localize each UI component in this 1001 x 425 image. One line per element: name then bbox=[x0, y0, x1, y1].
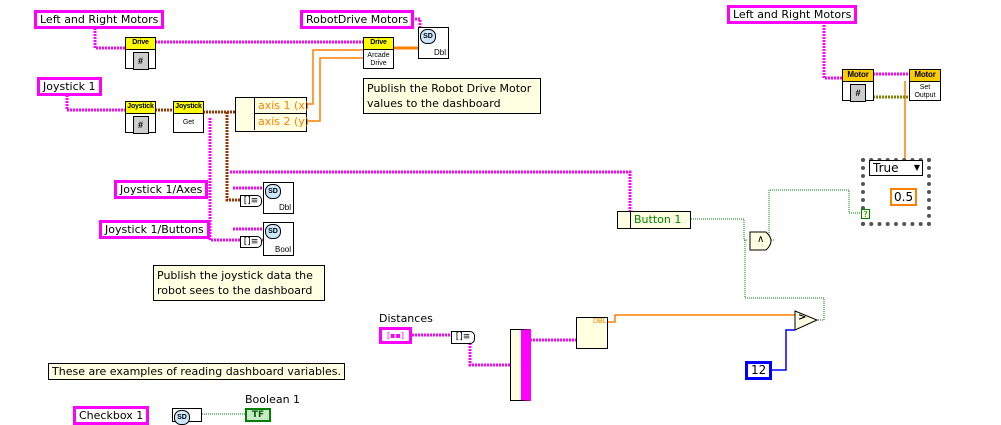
comment-reading: These are examples of reading dashboard … bbox=[48, 363, 345, 380]
unbundle-distances-node[interactable]: DBL bbox=[576, 317, 608, 349]
axis-2-element: axis 2 (y) bbox=[254, 114, 309, 130]
joystick-axes-name[interactable]: Joystick 1/Axes bbox=[114, 180, 209, 199]
type-label: Bool bbox=[274, 245, 291, 254]
sd-icon: SD bbox=[174, 410, 190, 425]
wire-axes-array bbox=[225, 112, 240, 202]
joystick-get-node[interactable]: Joystick Get bbox=[173, 101, 204, 133]
node-header: Motor bbox=[843, 70, 873, 82]
button-1-element: Button 1 bbox=[630, 212, 690, 228]
motor-refnum-node[interactable]: Motor # bbox=[842, 69, 874, 102]
node-header: Drive bbox=[126, 38, 155, 50]
file-refnum-icon: # bbox=[132, 116, 149, 134]
case-structure[interactable]: True ▼ 0.5 ? bbox=[861, 158, 931, 226]
wire-motor-ref bbox=[822, 19, 842, 80]
wire-axis2 bbox=[301, 57, 363, 122]
left-right-motors-ref-2[interactable]: Left and Right Motors bbox=[727, 5, 858, 24]
comment-joystick: Publish the joystick data the robot sees… bbox=[153, 265, 325, 301]
wire-drive-ref bbox=[93, 28, 125, 50]
wire-12 bbox=[764, 329, 795, 371]
dbl-icon: DBL bbox=[593, 318, 607, 325]
node-header: Joystick bbox=[126, 102, 155, 114]
unbundle-axes-node[interactable]: axis 1 (x) axis 2 (y) bbox=[235, 97, 309, 132]
boolean-1-label: Boolean 1 bbox=[245, 393, 301, 406]
axis-1-element: axis 1 (x) bbox=[254, 98, 309, 114]
node-body: Get bbox=[182, 119, 195, 126]
sd-icon: SD bbox=[265, 224, 281, 239]
greater-shape bbox=[794, 310, 819, 331]
chevron-down-icon[interactable]: ▼ bbox=[913, 163, 920, 172]
joystick-1-ref[interactable]: Joystick 1 bbox=[37, 77, 102, 96]
greater-than-node[interactable]: > bbox=[798, 312, 807, 323]
file-refnum-icon: # bbox=[850, 84, 866, 102]
left-right-motors-ref[interactable]: Left and Right Motors bbox=[34, 10, 165, 29]
constant-12[interactable]: 12 bbox=[745, 361, 773, 380]
wire-button1 bbox=[685, 218, 748, 241]
robotdrive-motors-ref[interactable]: RobotDrive Motors bbox=[300, 10, 415, 29]
build-array-node[interactable] bbox=[510, 329, 531, 401]
arcade-drive-node[interactable]: Drive Arcade Drive bbox=[363, 37, 394, 69]
node-body: Set Output bbox=[914, 84, 936, 99]
node-header: Joystick bbox=[174, 102, 203, 114]
type-label: Dbl bbox=[433, 48, 446, 57]
wire-joystick-ref bbox=[65, 95, 125, 112]
checkbox-1-name[interactable]: Checkbox 1 bbox=[73, 406, 150, 425]
sd-icon: SD bbox=[265, 184, 281, 199]
node-header: Drive bbox=[364, 38, 393, 50]
index-array-icon: []≡ bbox=[451, 331, 475, 344]
drive-refnum-node[interactable]: Drive # bbox=[125, 37, 156, 70]
node-header: Motor bbox=[910, 70, 940, 82]
constant-0-5[interactable]: 0.5 bbox=[890, 188, 918, 206]
case-selector-terminal: ? bbox=[861, 209, 870, 219]
node-body: Arcade Drive bbox=[367, 52, 390, 67]
wire-compare bbox=[744, 240, 825, 321]
case-selector-value: True bbox=[873, 161, 899, 175]
sd-put-dbl-node[interactable]: SD Dbl bbox=[418, 27, 449, 59]
wire-distances bbox=[412, 333, 576, 367]
index-array-icon: []≡ bbox=[240, 236, 262, 248]
file-refnum-icon: # bbox=[132, 52, 149, 70]
distances-control[interactable]: [▪▪] bbox=[379, 327, 412, 344]
wire-axis1 bbox=[301, 49, 363, 105]
wire-distance-value bbox=[607, 314, 795, 323]
sd-icon: SD bbox=[420, 29, 436, 44]
wire-joystick-button1 bbox=[230, 170, 632, 220]
and-gate[interactable]: ∧ bbox=[757, 234, 765, 245]
wire-joystick-cluster bbox=[155, 108, 235, 114]
wire-joystick-buttons-branch bbox=[208, 118, 263, 242]
and-gate-shape bbox=[749, 231, 772, 251]
wire-and-case bbox=[768, 189, 861, 241]
comment-robot-drive: Publish the Robot Drive Motor values to … bbox=[363, 78, 541, 114]
joystick-refnum-node[interactable]: Joystick # bbox=[125, 101, 156, 134]
sd-put-bool-node[interactable]: SD Bool bbox=[263, 222, 294, 256]
case-selector[interactable]: True ▼ bbox=[869, 160, 923, 176]
motor-set-output-node[interactable]: Motor Set Output bbox=[909, 69, 941, 101]
sd-put-dbl-array-node[interactable]: SD Dbl bbox=[263, 182, 294, 214]
distances-label: Distances bbox=[379, 312, 433, 325]
joystick-buttons-name[interactable]: Joystick 1/Buttons bbox=[99, 220, 210, 239]
unbundle-button-node[interactable]: Button 1 bbox=[617, 211, 691, 229]
index-array-icon: []≡ bbox=[240, 195, 262, 207]
type-label: Dbl bbox=[278, 203, 291, 212]
